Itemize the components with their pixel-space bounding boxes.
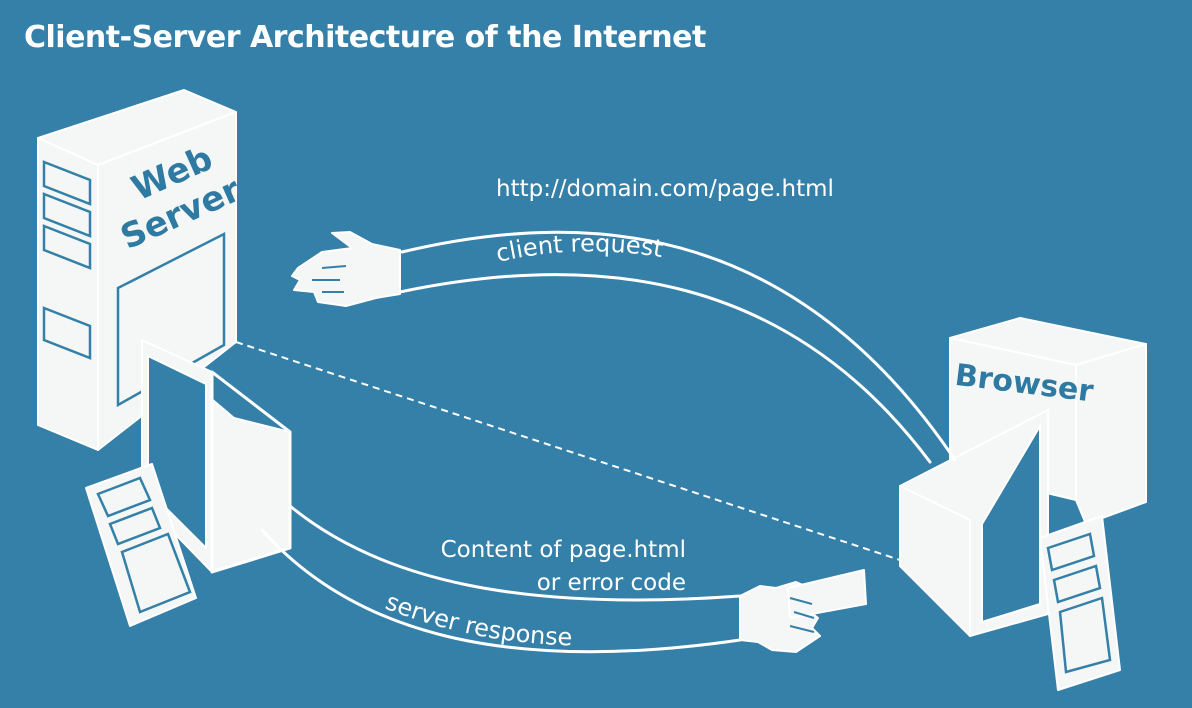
request-hand-icon	[291, 231, 401, 307]
web-server-tower: Web Server	[37, 89, 247, 451]
request-url: http://domain.com/page.html	[496, 176, 834, 202]
server-response-arrow: Content of page.html or error code serve…	[260, 504, 867, 654]
server-panel	[116, 231, 226, 408]
response-content-line1: Content of page.html	[441, 537, 686, 563]
response-content-line2: or error code	[537, 570, 686, 596]
diagram-title: Client-Server Architecture of the Intern…	[24, 20, 706, 55]
network-connection-line	[235, 341, 901, 561]
server-keyboard	[85, 463, 197, 627]
browser-keyboard	[1039, 515, 1121, 691]
server-drive-bays	[42, 160, 92, 360]
browser-monitor	[899, 409, 1049, 637]
client-request-arrow: client request http://domain.com/page.ht…	[291, 176, 957, 464]
response-hand-icon	[739, 569, 867, 653]
